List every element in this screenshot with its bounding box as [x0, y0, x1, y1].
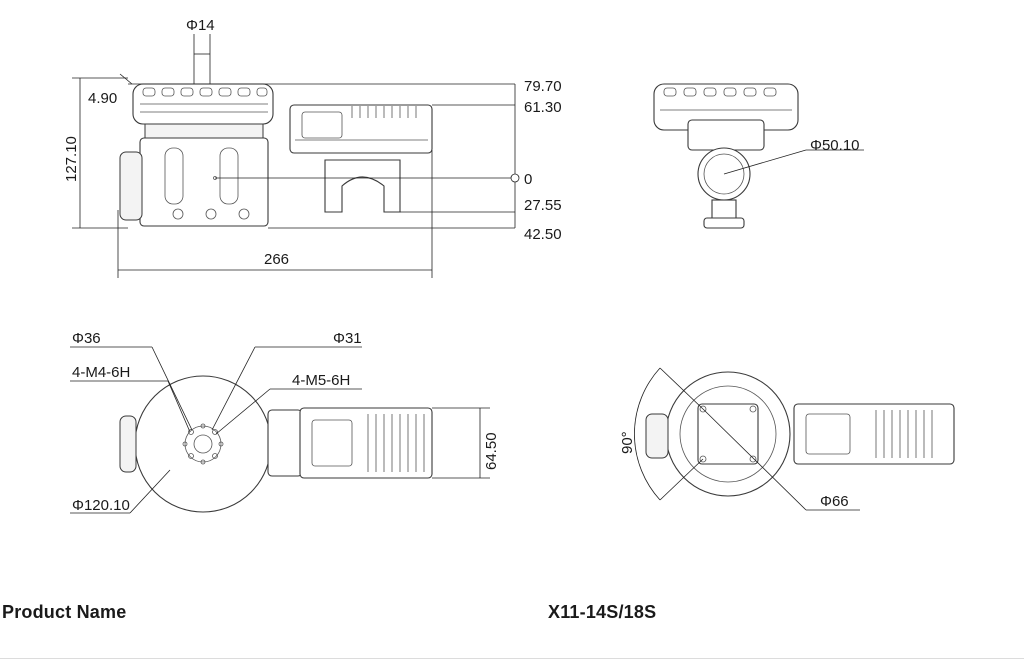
front-foot-shape — [703, 217, 745, 229]
front-stem-shape — [711, 199, 737, 221]
mount-holes — [182, 423, 224, 465]
top-dimension-lines — [634, 367, 860, 511]
level-0-label: 0 — [524, 171, 532, 188]
bottom-dimension-lines — [70, 346, 490, 514]
level-42-50-label: 42.50 — [524, 226, 562, 243]
level-27-55-label: 27.55 — [524, 197, 562, 214]
phi14-label: Φ14 — [186, 17, 215, 34]
offset-4-90-label: 4.90 — [88, 90, 117, 107]
top-clamp-knob-shape — [645, 413, 669, 459]
phi36-label: Φ36 — [72, 330, 101, 347]
propeller-disc-shape — [134, 375, 272, 513]
level-61-30-label: 61.30 — [524, 99, 562, 116]
phi50-leader — [723, 149, 807, 175]
length-266-label: 266 — [264, 251, 289, 268]
top-mount-screws — [699, 405, 757, 463]
front-motor-vents — [660, 87, 792, 111]
esc-housing-shape — [289, 104, 433, 154]
motor-base-shape — [144, 123, 264, 139]
spec-value: X11-14S/18S — [548, 602, 657, 622]
phi50-10-label: Φ50.10 — [810, 137, 860, 154]
height-127-10-label: 127.10 — [63, 136, 80, 182]
bottom-clamp-shape — [267, 409, 303, 477]
top-esc-fins — [805, 410, 933, 458]
angle-90-label: 90° — [619, 431, 636, 454]
width-64-50-label: 64.50 — [483, 432, 500, 470]
phi66-label: Φ66 — [820, 493, 849, 510]
bottom-esc-fins — [311, 414, 425, 472]
side-dimension-lines — [72, 34, 516, 278]
phi31-label: Φ31 — [333, 330, 362, 347]
top-ring-inner — [679, 385, 777, 483]
side-view: Φ14 4.90 127.10 79.70 61.30 0 27.55 42.5… — [63, 17, 562, 278]
top-esc-shape — [793, 403, 955, 465]
bottom-clamp-knob-shape — [119, 415, 137, 473]
hub-outer-circle — [184, 425, 222, 463]
spec-label: Product Name — [2, 602, 127, 622]
bottom-view: Φ36 Φ31 4-M4-6H 4-M5-6H Φ120.10 64.50 — [70, 330, 500, 514]
phi120-10-label: Φ120.10 — [72, 497, 130, 514]
front-view: Φ50.10 — [653, 83, 864, 229]
spec-row: Product Name X11-14S/18S — [0, 596, 1024, 636]
hub-inner-circle — [193, 434, 213, 454]
front-esc-shape — [687, 119, 765, 151]
tube-mount-shape — [324, 159, 401, 213]
technical-drawing: Φ14 4.90 127.10 79.70 61.30 0 27.55 42.5… — [63, 17, 955, 514]
holes-m5-label: 4-M5-6H — [292, 372, 350, 389]
esc-fins — [295, 106, 428, 141]
motor-vents — [140, 87, 268, 113]
holes-m4-label: 4-M4-6H — [72, 364, 130, 381]
row-divider — [0, 658, 1024, 659]
top-view: 90° Φ66 — [619, 367, 955, 511]
bottom-esc-shape — [299, 407, 433, 479]
front-tube-inner — [703, 153, 745, 195]
level-79-70-label: 79.70 — [524, 78, 562, 95]
clamp-knob-shape — [119, 151, 143, 221]
